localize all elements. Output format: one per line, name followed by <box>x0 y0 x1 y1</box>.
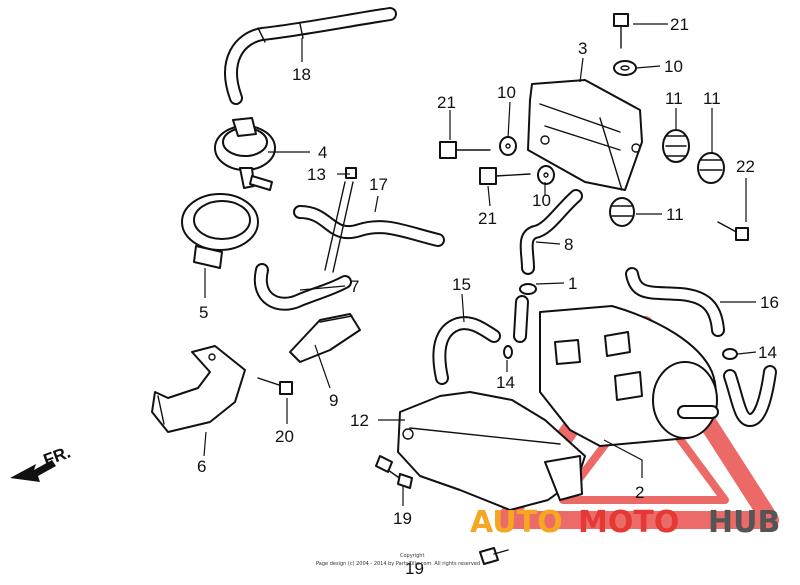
label-14-left: 14 <box>496 373 515 392</box>
label-11-c: 11 <box>666 205 684 224</box>
watermark-moto: MOTO <box>578 505 679 540</box>
vacuum-unit-4 <box>214 117 276 191</box>
hose-17 <box>293 205 445 247</box>
label-13: 13 <box>307 165 326 184</box>
clip-14-b <box>722 348 738 360</box>
bolt-21-left <box>439 141 491 159</box>
label-14-right: 14 <box>758 343 777 362</box>
label-8: 8 <box>564 235 573 254</box>
label-10-right: 10 <box>664 57 683 76</box>
frame-bracket-3 <box>527 79 643 191</box>
label-10-mid: 10 <box>532 191 551 210</box>
label-17: 17 <box>369 175 388 194</box>
bolt-21-top <box>613 13 629 49</box>
canister-2 <box>513 295 777 447</box>
grommet-11-a <box>662 129 690 163</box>
label-4: 4 <box>318 143 327 162</box>
label-21-top: 21 <box>670 15 689 34</box>
clamp-band-5 <box>181 193 259 269</box>
hose-8 <box>519 189 583 275</box>
clip-14-a <box>503 345 513 359</box>
label-3: 3 <box>578 39 587 58</box>
label-5: 5 <box>199 303 208 322</box>
nipple-13 <box>324 167 357 273</box>
watermark-auto: AUTO <box>470 505 563 540</box>
hose-18 <box>224 7 397 105</box>
grommet-11-c <box>609 197 635 227</box>
front-label: FR. <box>41 443 73 470</box>
washer-10-a <box>499 136 517 156</box>
label-12: 12 <box>350 411 369 430</box>
watermark-hub: HUB <box>708 505 780 540</box>
label-19-b: 19 <box>405 559 424 578</box>
washer-10-b <box>537 165 555 185</box>
label-10-left: 10 <box>497 83 516 102</box>
label-6: 6 <box>197 457 206 476</box>
label-16: 16 <box>760 293 779 312</box>
hose-15 <box>432 316 501 385</box>
label-11-b: 11 <box>703 89 721 108</box>
bolt-20 <box>257 377 293 395</box>
label-18: 18 <box>292 65 311 84</box>
copyright-line-2: Page design (c) 2004 - 2014 by PartsZill… <box>316 561 480 567</box>
bracket-6 <box>151 345 246 433</box>
bolt-21-mid <box>479 167 531 185</box>
label-20: 20 <box>275 427 294 446</box>
hose-16 <box>625 267 725 337</box>
leader-lines <box>203 23 757 506</box>
label-1: 1 <box>568 274 577 293</box>
part-labels: 18 4 13 17 5 7 9 6 20 3 21 10 10 21 21 1… <box>197 15 779 578</box>
watermark-text: AUTO MOTO HUB <box>470 505 780 540</box>
bolt-22 <box>717 221 749 241</box>
label-11-a: 11 <box>665 89 683 108</box>
hose-7 <box>253 263 352 311</box>
label-15: 15 <box>452 275 471 294</box>
front-arrow-icon <box>10 460 56 482</box>
copyright-line-1: Copyright <box>400 553 424 559</box>
bolt-19-a <box>375 455 413 489</box>
grommet-11-b <box>697 152 725 184</box>
label-21-left: 21 <box>437 93 456 112</box>
washer-10-c <box>613 60 637 76</box>
label-22: 22 <box>736 157 755 176</box>
label-2: 2 <box>635 483 644 502</box>
bolt-19-b <box>479 547 509 565</box>
shield-plate-12 <box>397 391 586 511</box>
label-7: 7 <box>350 277 359 296</box>
label-21-mid: 21 <box>478 209 497 228</box>
label-9: 9 <box>329 391 338 410</box>
label-19-a: 19 <box>393 509 412 528</box>
bracket-9 <box>289 313 361 363</box>
clip-1 <box>519 283 537 295</box>
